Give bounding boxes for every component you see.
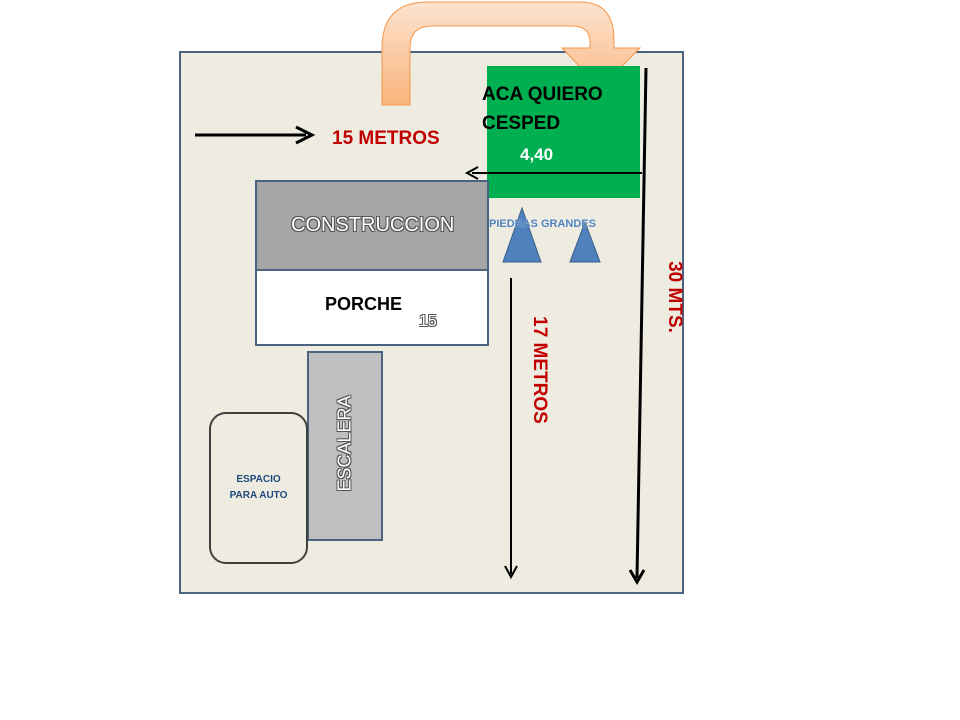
construction-label: CONSTRUCCION: [291, 214, 455, 236]
stone-triangle-small: [569, 220, 601, 263]
length-30-arrow-line: [635, 67, 648, 579]
width-arrow-head: [295, 125, 316, 145]
stairs-label: ESCALERA: [334, 395, 355, 492]
porch-number-label: 15: [419, 313, 437, 330]
stone-triangle-large: [502, 206, 542, 263]
stones-label: PIEDRAS GRANDES: [489, 218, 596, 230]
length-30-arrow-head: [628, 569, 646, 585]
length-30-label: 30 MTS.: [664, 261, 685, 333]
lawn-label-line2: CESPED: [482, 113, 561, 134]
lawn-label-line1: ACA QUIERO: [482, 84, 603, 105]
length-17-label: 17 METROS: [529, 316, 550, 424]
lawn-width-arrow-head: [464, 166, 479, 180]
lawn-area: [487, 66, 640, 198]
car-space-block: [209, 412, 308, 564]
car-space-label-line1: ESPACIO: [236, 474, 281, 485]
porch-block: [255, 269, 489, 346]
car-space-label-line2: PARA AUTO: [229, 490, 288, 501]
length-17-arrow-head: [504, 565, 518, 580]
porch-label: PORCHE: [325, 294, 403, 314]
lawn-width-label: 4,40: [520, 145, 554, 164]
width-label: 15 METROS: [332, 128, 440, 149]
curved-orange-arrow: [381, 1, 642, 106]
